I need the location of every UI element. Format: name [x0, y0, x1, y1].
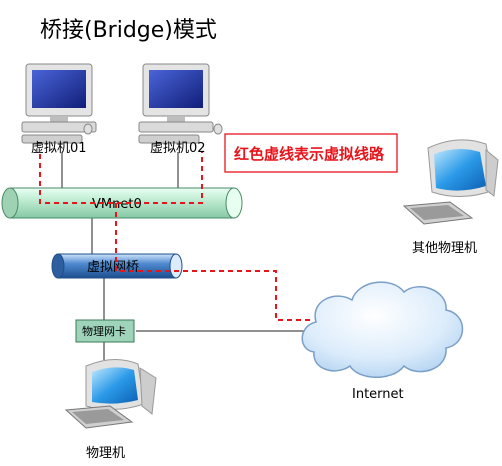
- internet: Internet: [301, 281, 464, 402]
- physical-nic: 物理网卡: [75, 319, 135, 343]
- other-physical-host-label: 其他物理机: [412, 241, 477, 256]
- vm-02-label: 虚拟机02: [150, 141, 206, 156]
- keyboard-icon: [402, 201, 474, 225]
- cloud-icon: [301, 281, 464, 378]
- physical-nic-label: 物理网卡: [82, 324, 126, 338]
- virtual-links: [39, 152, 314, 321]
- physical-host-label: 物理机: [86, 446, 125, 461]
- desktop-computer-icon: [21, 63, 97, 144]
- desktop-computer-icon: [138, 63, 223, 144]
- diagram-title: 桥接(Bridge)模式: [40, 18, 217, 43]
- keyboard-icon: [64, 405, 134, 429]
- legend: 红色虚线表示虚拟线路: [224, 133, 398, 173]
- physical-host: 物理机: [64, 359, 157, 461]
- legend-text: 红色虚线表示虚拟线路: [234, 145, 385, 163]
- internet-label: Internet: [352, 387, 404, 402]
- vm-01: 虚拟机01: [21, 63, 97, 156]
- crt-monitor-icon: [427, 139, 499, 198]
- other-physical-host: 其他物理机: [402, 139, 499, 256]
- vm-01-label: 虚拟机01: [31, 141, 87, 156]
- virtual-bridge-label: 虚拟网桥: [87, 260, 139, 275]
- vm01-virtual-link: [39, 152, 203, 204]
- bridge-to-internet-virtual-link: [115, 203, 314, 321]
- crt-monitor-icon: [85, 359, 157, 415]
- vm-02: 虚拟机02: [138, 63, 223, 156]
